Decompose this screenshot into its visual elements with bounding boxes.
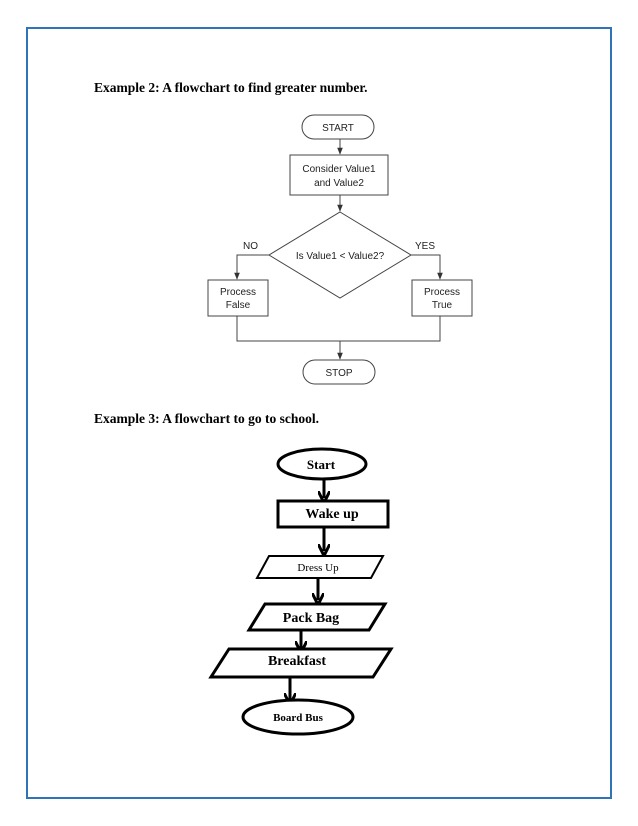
stop-terminal: [302, 359, 376, 385]
breakfast-label: Breakfast: [268, 654, 326, 669]
flowchart-go-to-school: [208, 447, 394, 736]
process-true-box: [411, 279, 473, 317]
flowchart-greater-number-labels: START Consider Value1 and Value2 Is Valu…: [220, 123, 460, 379]
dress-up-parallelogram: [255, 555, 385, 579]
consider-label-line1: Consider Value1: [302, 164, 376, 175]
school-start-label: Start: [307, 457, 336, 472]
example2-heading: Example 2: A flowchart to find greater n…: [94, 80, 368, 95]
pack-bag-parallelogram: [246, 602, 388, 632]
wake-up-label: Wake up: [305, 507, 359, 522]
wake-up-box: [276, 499, 390, 529]
no-label: NO: [243, 241, 258, 252]
decision-label: Is Value1 < Value2?: [296, 251, 385, 262]
page-frame: [26, 27, 612, 799]
consider-label-line2: and Value2: [314, 178, 364, 189]
school-start-ellipse: [276, 447, 368, 481]
example3-heading: Example 3: A flowchart to go to school.: [94, 411, 319, 426]
flowchart-greater-number: [207, 114, 473, 385]
breakfast-parallelogram: [208, 647, 394, 679]
decision-diamond: [268, 211, 412, 299]
start-label: START: [322, 123, 354, 134]
yes-label: YES: [415, 241, 435, 252]
process-true-label-line1: Process: [424, 287, 460, 298]
pack-bag-label: Pack Bag: [283, 611, 339, 626]
process-false-label-line1: Process: [220, 287, 256, 298]
consider-process-box: [289, 154, 389, 196]
process-false-label-line2: False: [226, 300, 251, 311]
flowchart-go-to-school-labels: Start Wake up Dress Up Pack Bag Breakfas…: [268, 457, 359, 724]
stop-label: STOP: [325, 368, 352, 379]
dress-up-label: Dress Up: [297, 562, 339, 574]
start-terminal: [301, 114, 375, 140]
process-false-box: [207, 279, 269, 317]
board-bus-ellipse: [241, 698, 355, 736]
board-bus-label: Board Bus: [273, 712, 324, 724]
process-true-label-line2: True: [432, 300, 453, 311]
